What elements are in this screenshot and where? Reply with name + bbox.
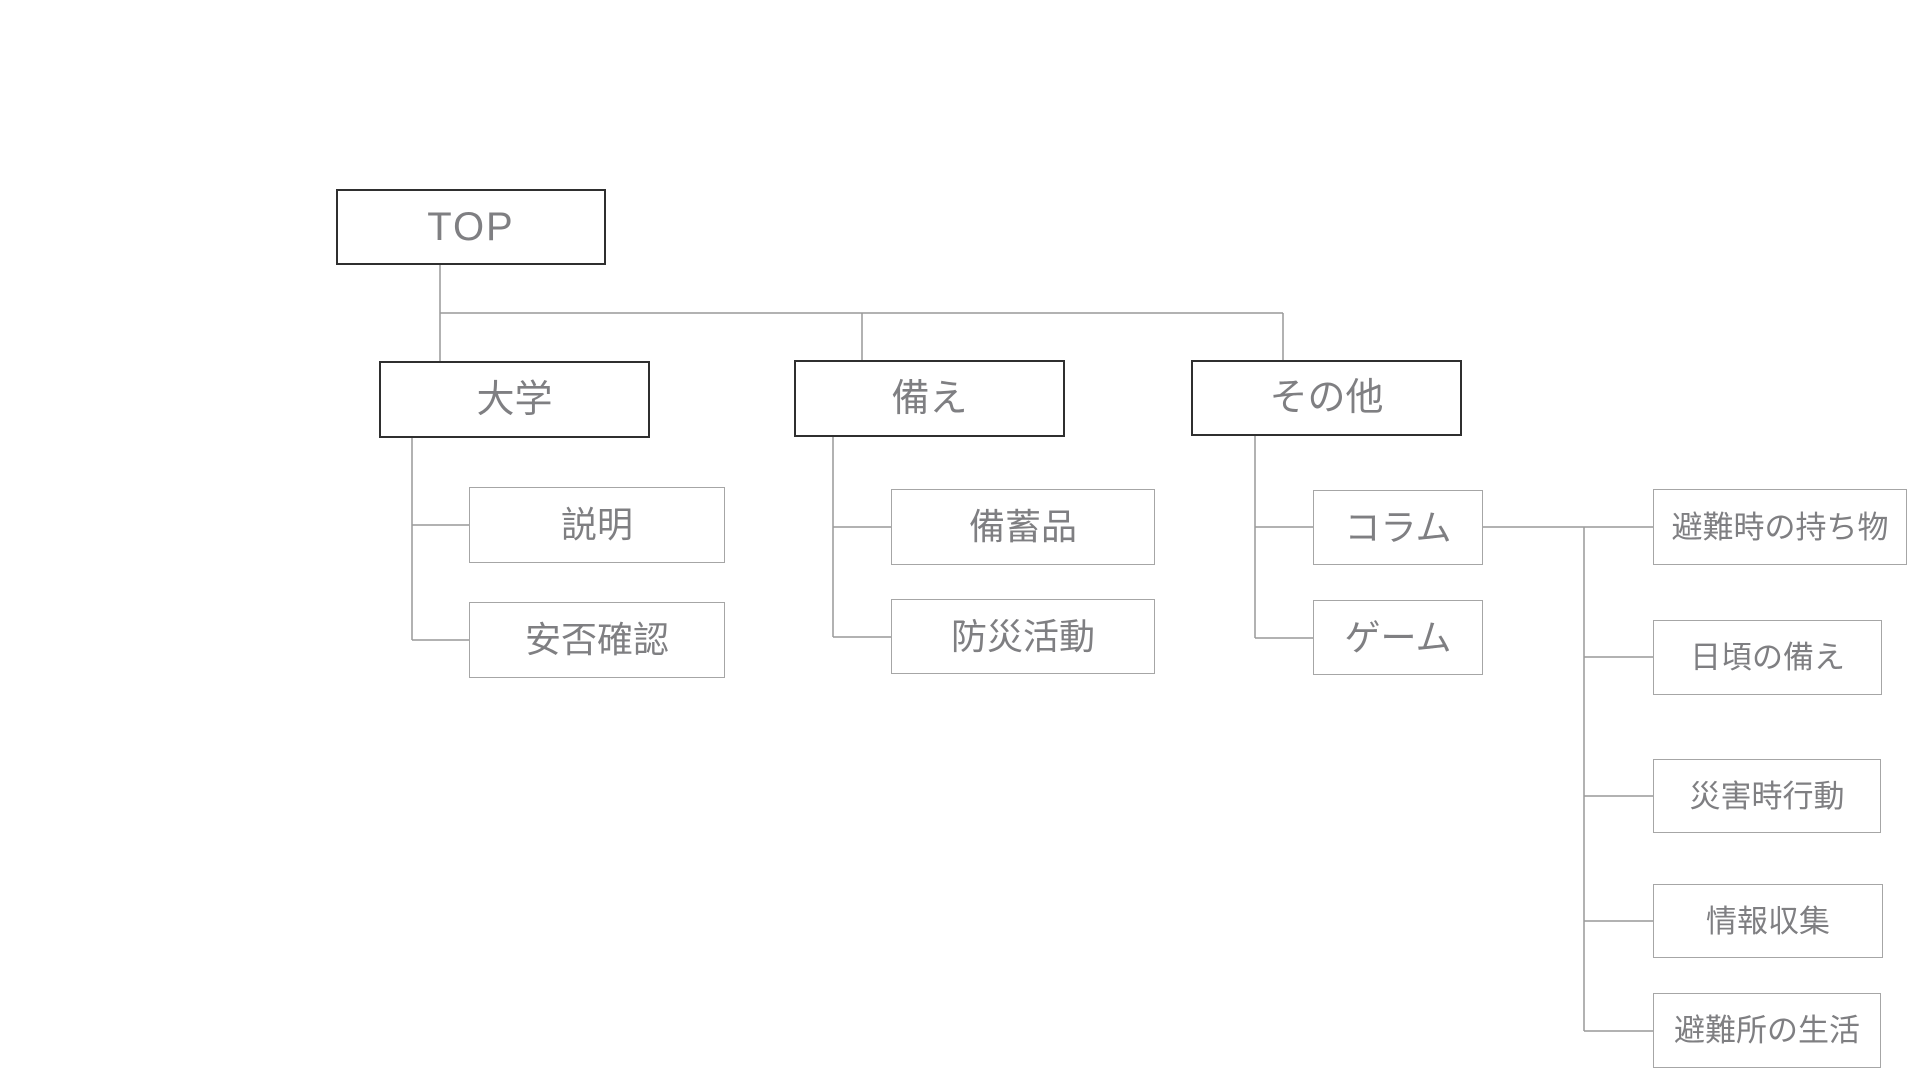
node-top[interactable]: TOP [336, 189, 606, 265]
node-bichikuhin[interactable]: 備蓄品 [891, 489, 1155, 565]
node-bousai[interactable]: 防災活動 [891, 599, 1155, 674]
node-anpi[interactable]: 安否確認 [469, 602, 725, 678]
node-daigaku[interactable]: 大学 [379, 361, 650, 438]
node-saigaiji[interactable]: 災害時行動 [1653, 759, 1881, 833]
node-game[interactable]: ゲーム [1313, 600, 1483, 675]
node-setsumei[interactable]: 説明 [469, 487, 725, 563]
node-hinanjo[interactable]: 避難所の生活 [1653, 993, 1881, 1068]
node-column[interactable]: コラム [1313, 490, 1483, 565]
node-higoro[interactable]: 日頃の備え [1653, 620, 1882, 695]
node-hinanji[interactable]: 避難時の持ち物 [1653, 489, 1907, 565]
node-jouhou[interactable]: 情報収集 [1653, 884, 1883, 958]
node-sonota[interactable]: その他 [1191, 360, 1462, 436]
node-sonae[interactable]: 備え [794, 360, 1065, 437]
